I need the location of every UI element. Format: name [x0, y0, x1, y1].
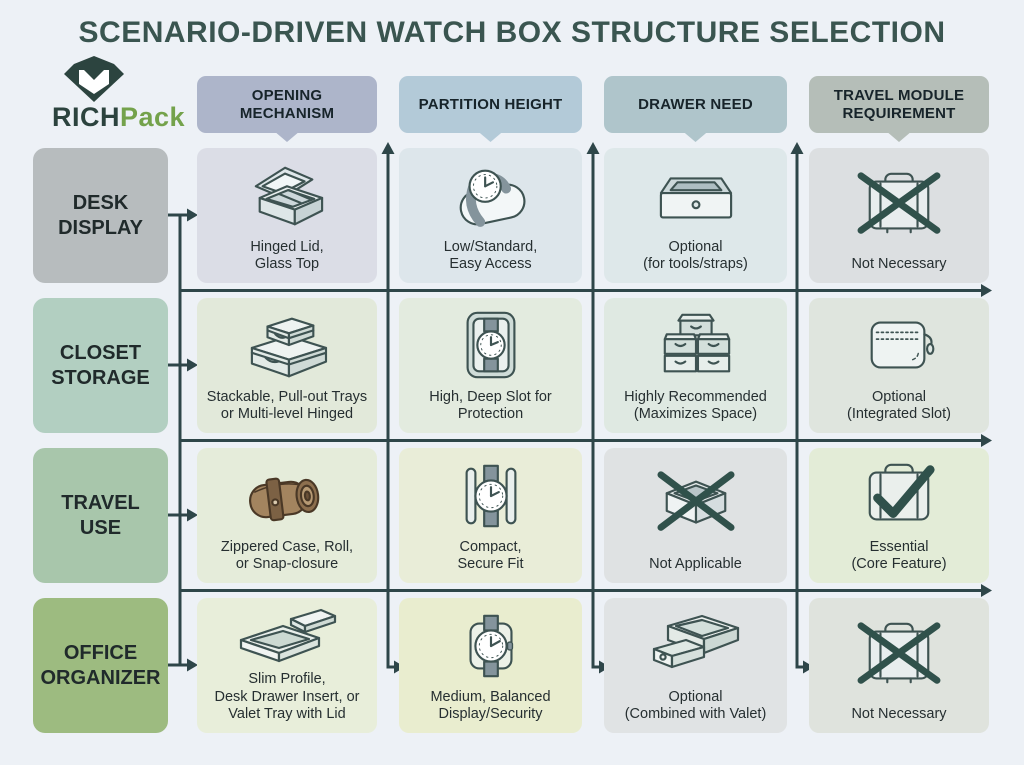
cell-label: Not Applicable: [649, 556, 742, 573]
watch-frame-icon: [468, 615, 513, 678]
header-pointer: [274, 131, 300, 142]
drawer-crossed-icon: [656, 471, 735, 531]
column-header-label: TRAVEL MODULE REQUIREMENT: [833, 87, 965, 122]
cell-desk-partition: Low/Standard, Easy Access: [399, 148, 582, 283]
cell-office-opening: Slim Profile, Desk Drawer Insert, or Val…: [197, 598, 377, 733]
header-pointer: [477, 131, 504, 142]
watch-on-pillow-icon: [459, 169, 525, 228]
row-label-desk-display: DESK DISPLAY: [33, 148, 168, 283]
cell-label: Not Necessary: [851, 706, 947, 723]
stacked-boxes-icon: [250, 317, 328, 378]
cell-desk-drawer: Optional (for tools/straps): [604, 148, 787, 283]
header-pointer: [886, 131, 912, 142]
cell-label: Zippered Case, Roll, or Snap-closure: [220, 538, 354, 573]
cell-travel-travel: Essential (Core Feature): [809, 448, 989, 583]
diamond-gem-icon: [64, 56, 124, 102]
cell-office-travel: Not Necessary: [809, 598, 989, 733]
row-label-office-organizer: OFFICE ORGANIZER: [33, 598, 168, 733]
header-pointer: [682, 131, 709, 142]
row-label-closet-storage: CLOSET STORAGE: [33, 298, 168, 433]
brand-wordmark: RICHPack: [36, 102, 201, 133]
column-header-travel-module: TRAVEL MODULE REQUIREMENT: [809, 76, 989, 142]
cell-label: Stackable, Pull-out Trays or Multi-level…: [206, 388, 368, 423]
cell-label: Hinged Lid, Glass Top: [250, 238, 324, 273]
suitcase-crossed-icon: [857, 622, 941, 684]
drawer-stack-icon: [663, 314, 730, 373]
cell-label: Medium, Balanced Display/Security: [430, 688, 551, 723]
cell-label: Essential (Core Feature): [851, 538, 947, 573]
cell-label: Optional (Combined with Valet): [624, 688, 767, 723]
column-header-partition-height: PARTITION HEIGHT: [399, 76, 582, 142]
cell-desk-opening: Hinged Lid, Glass Top: [197, 148, 377, 283]
column-header-label: PARTITION HEIGHT: [418, 95, 563, 113]
cell-desk-travel: Not Necessary: [809, 148, 989, 283]
valet-drawer-icon: [652, 615, 739, 669]
brand-suffix: Pack: [119, 102, 186, 132]
richpack-logo: RICHPack: [34, 54, 199, 138]
watch-compact-icon: [465, 465, 516, 528]
drawer-icon: [659, 177, 732, 219]
cell-travel-partition: Compact, Secure Fit: [399, 448, 582, 583]
cell-label: Slim Profile, Desk Drawer Insert, or Val…: [214, 670, 360, 723]
column-header-label: OPENING MECHANISM: [239, 87, 335, 122]
cell-travel-opening: Zippered Case, Roll, or Snap-closure: [197, 448, 377, 583]
suitcase-crossed-icon: [857, 172, 941, 234]
cell-closet-travel: Optional (Integrated Slot): [809, 298, 989, 433]
cell-label: Compact, Secure Fit: [457, 538, 524, 573]
column-header-opening-mechanism: OPENING MECHANISM: [197, 76, 377, 142]
cell-label: Optional (Integrated Slot): [847, 388, 951, 423]
column-header-label: DRAWER NEED: [638, 95, 753, 113]
watch-deep-slot-icon: [466, 312, 515, 379]
zip-pouch-icon: [870, 321, 935, 369]
watch-box-open-icon: [254, 166, 324, 226]
cell-label: Low/Standard, Easy Access: [443, 238, 538, 273]
cell-label: High, Deep Slot for Protection: [429, 388, 552, 423]
cell-office-drawer: Optional (Combined with Valet): [604, 598, 787, 733]
cell-office-partition: Medium, Balanced Display/Security: [399, 598, 582, 733]
page-title: SCENARIO-DRIVEN WATCH BOX STRUCTURE SELE…: [78, 16, 946, 49]
cell-closet-partition: High, Deep Slot for Protection: [399, 298, 582, 433]
cell-closet-drawer: Highly Recommended (Maximizes Space): [604, 298, 787, 433]
suitcase-check-icon: [868, 464, 935, 521]
cell-label: Highly Recommended (Maximizes Space): [624, 388, 767, 423]
watch-roll-icon: [249, 477, 320, 522]
valet-tray-lid-icon: [239, 608, 337, 663]
row-label-travel-use: TRAVEL USE: [33, 448, 168, 583]
cell-travel-drawer: Not Applicable: [604, 448, 787, 583]
column-header-drawer-need: DRAWER NEED: [604, 76, 787, 142]
brand-prefix: RICH: [51, 102, 120, 132]
cell-label: Optional (for tools/straps): [643, 238, 748, 273]
cell-label: Not Necessary: [851, 256, 947, 273]
cell-closet-opening: Stackable, Pull-out Trays or Multi-level…: [197, 298, 377, 433]
